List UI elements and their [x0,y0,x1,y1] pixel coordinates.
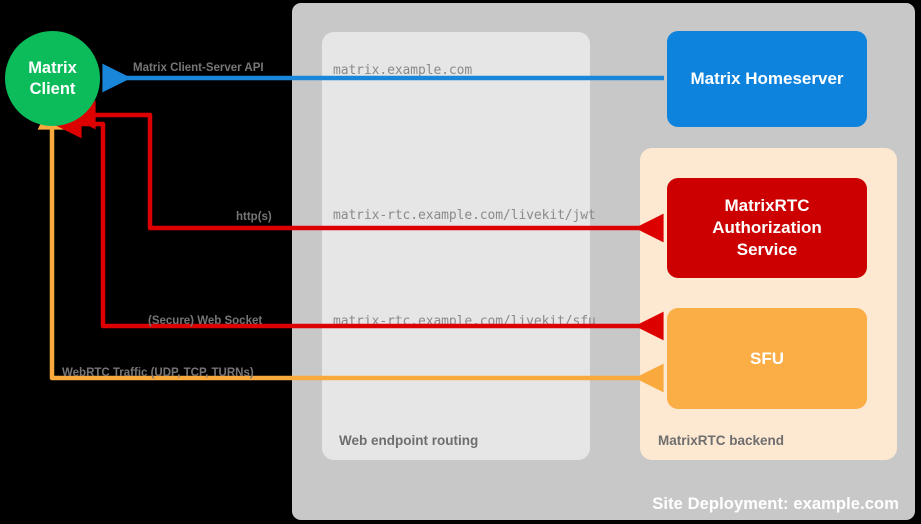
node-matrix-client[interactable]: Matrix Client [5,31,100,126]
connector-secure-web-socket [52,109,664,341]
node-sfu-label: SFU [750,348,784,368]
node-matrixrtc-authorization-service-label: MatrixRTC Authorization Service [712,196,822,259]
connector-label-matrix-client-server-api: Matrix Client-Server API [133,62,264,74]
site-deployment-label: Site Deployment: example.com [652,495,899,513]
node-matrix-homeserver-label: Matrix Homeserver [690,69,844,89]
connector-label-secure-web-socket: (Secure) Web Socket [148,315,263,327]
connector-label-webrtc-traffic: WebRTC Traffic (UDP, TCP, TURNs) [62,367,254,379]
connector-label-https: http(s) [236,211,272,223]
connector-webrtc-traffic [37,100,664,393]
endpoint-url-matrix: matrix.example.com [333,63,473,78]
node-matrix-client-label: Matrix Client [28,59,77,98]
web-endpoint-routing-label: Web endpoint routing [339,433,479,448]
node-matrix-homeserver[interactable]: Matrix Homeserver [667,31,867,127]
node-matrixrtc-authorization-service[interactable]: MatrixRTC Authorization Service [667,178,867,278]
node-sfu[interactable]: SFU [667,308,867,409]
connector-https-jwt [66,100,664,243]
matrixrtc-backend-label: MatrixRTC backend [658,433,785,448]
